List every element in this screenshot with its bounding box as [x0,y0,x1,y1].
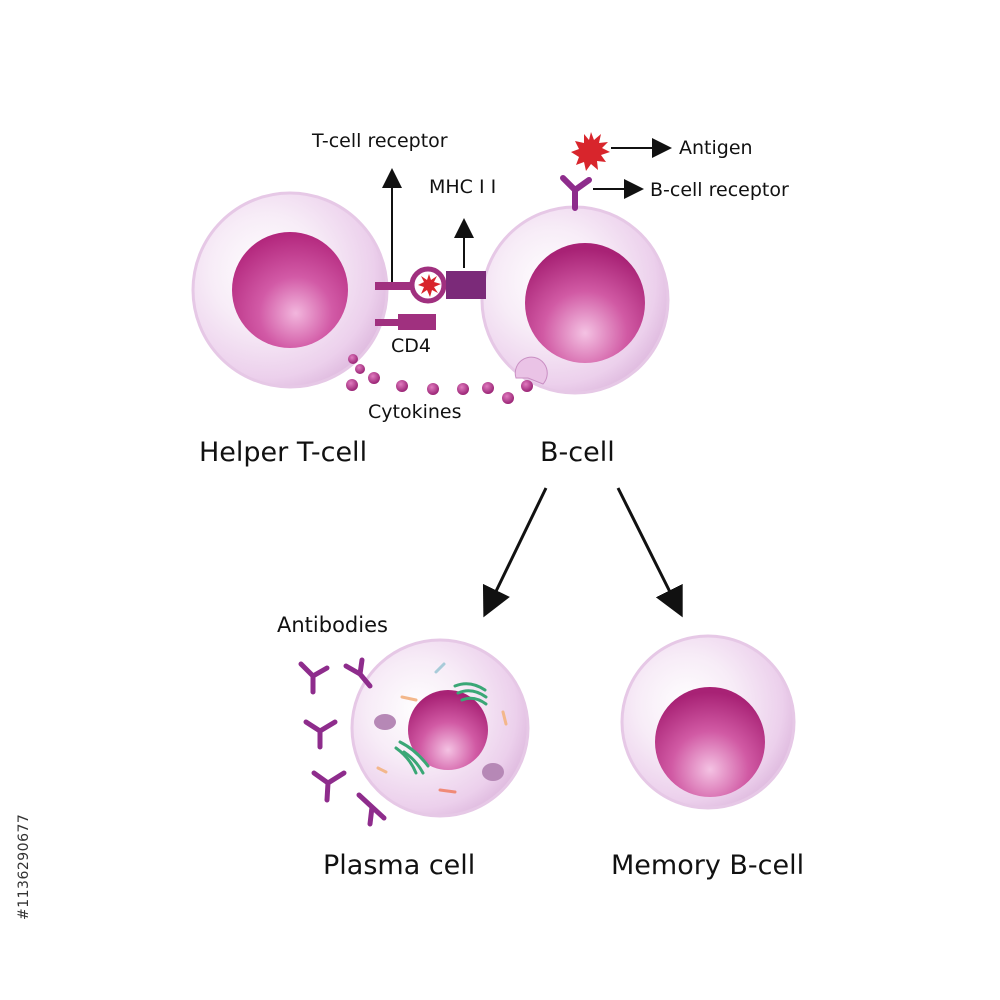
arrow-to-memory-b-cell [616,487,683,618]
antibody-icon-2 [343,657,373,689]
helper-t-cell [191,191,389,389]
antibody-icon-5 [356,792,387,827]
plasma-cell [350,638,530,818]
cd4-molecule [375,314,436,330]
b-cell-receptor-icon [560,175,592,211]
t-cell-receptor-label: T-cell receptor [311,130,448,152]
arrow-to-plasma-cell [482,487,548,618]
b-cell-label: B-cell [540,437,615,468]
b-cell [480,205,670,395]
mhc-ii-molecule [446,271,486,299]
stock-id: #1136290677 [16,814,32,920]
cytokine-receptor [514,356,548,385]
memory-b-cell-nucleus [655,687,765,797]
plasma-cell-label: Plasma cell [323,850,475,881]
cd4-label: CD4 [391,335,431,357]
antibody-icon-3 [303,719,338,750]
b-cell-receptor-label: B-cell receptor [650,179,789,201]
presented-antigen-icon [418,274,441,297]
mhc-ii-label: MHC I I [429,176,496,198]
helper-t-cell-label: Helper T-cell [199,437,367,468]
antibodies-label: Antibodies [277,613,388,637]
antigen-icon [571,132,610,171]
antibody-icon-1 [298,661,330,695]
mitochondrion-icon [374,714,396,730]
cytokines-label: Cytokines [368,401,462,423]
antigen-label: Antigen [679,137,753,159]
mitochondrion-icon-2 [482,763,504,781]
antibody-icon-4 [311,770,347,803]
cytokines [346,354,533,404]
vesicles [376,662,508,794]
b-cell-nucleus [525,243,645,363]
helper-t-cell-nucleus [232,232,348,348]
golgi-apparatus-icon [394,682,488,775]
plasma-cell-nucleus [408,690,488,770]
antibodies [298,657,387,827]
memory-b-cell-label: Memory B-cell [611,850,804,881]
memory-b-cell [620,634,796,810]
